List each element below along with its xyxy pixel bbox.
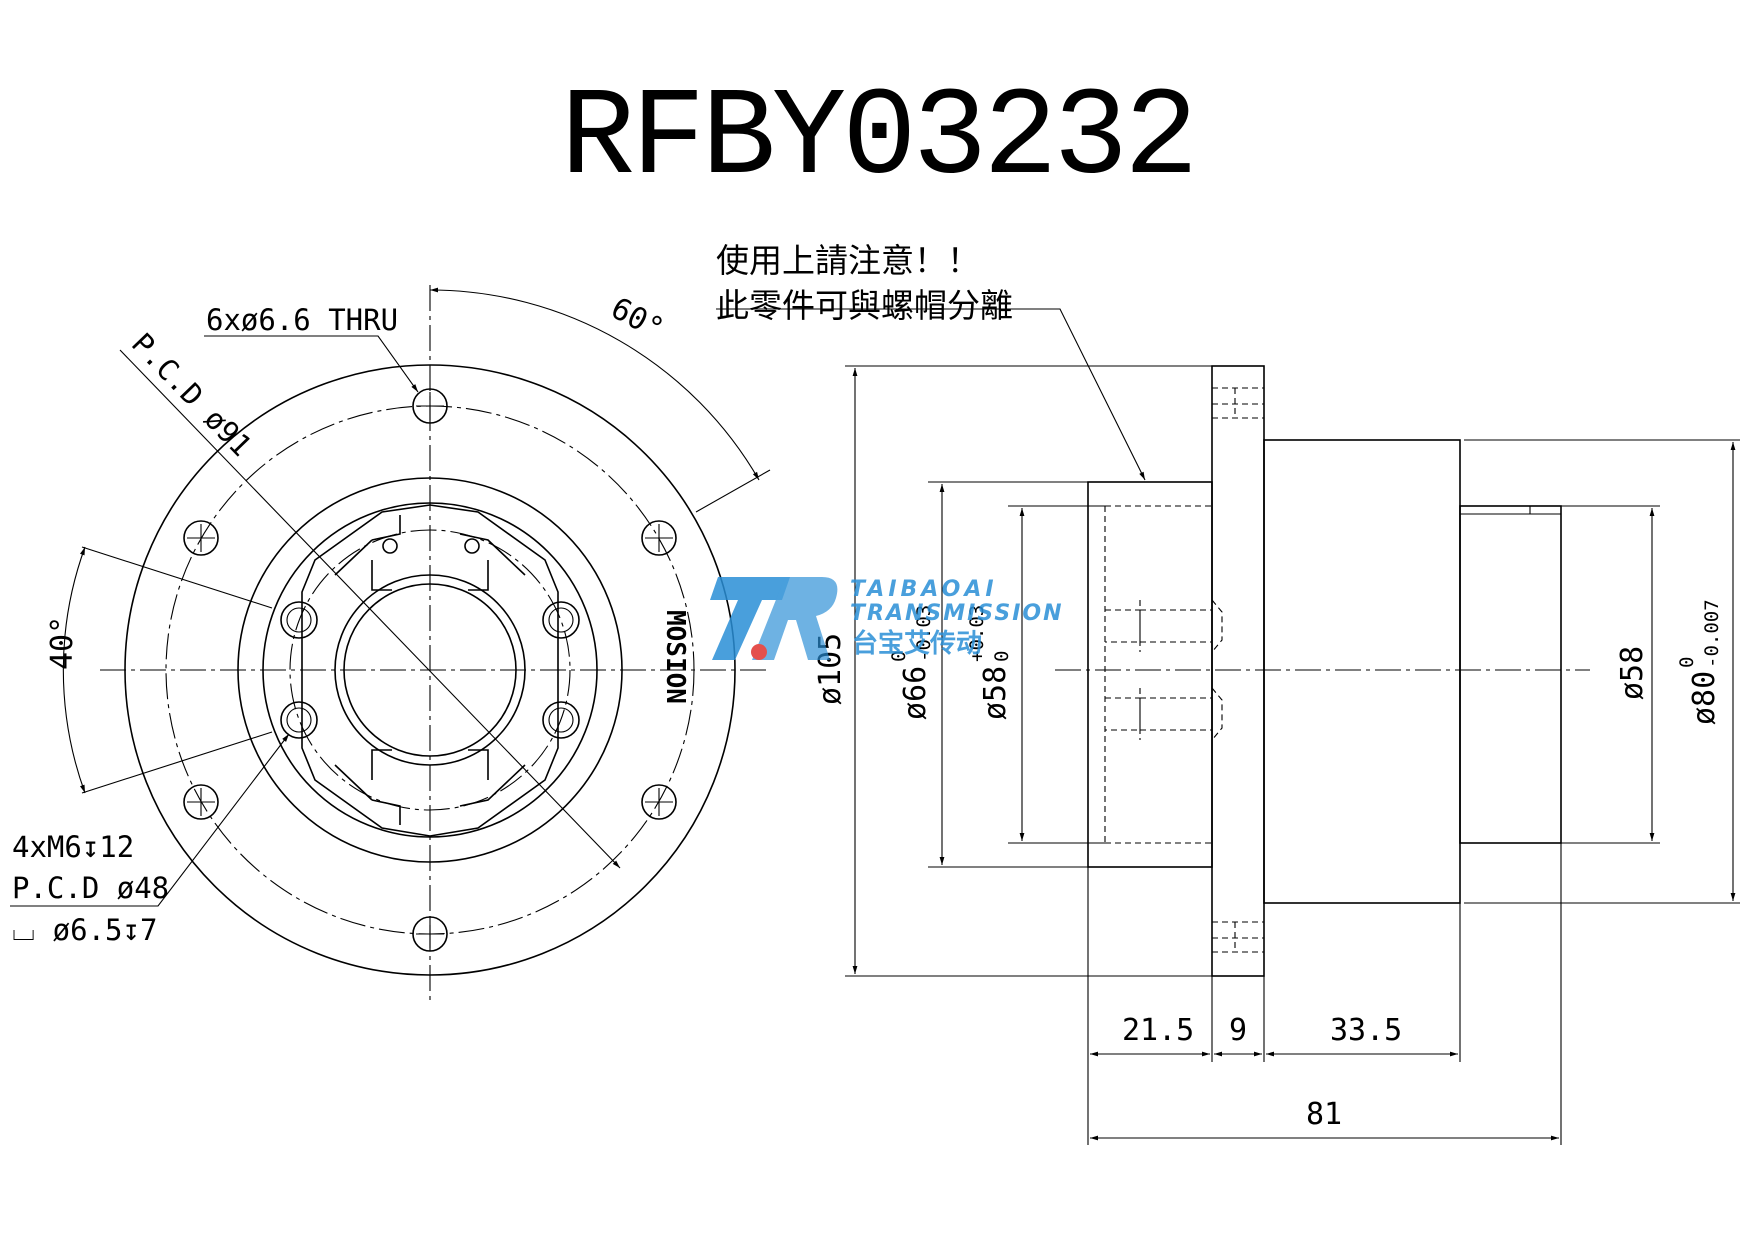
side-view: 使用上請注意！！ 此零件可與螺帽分離 ø105 ø66 0 -0.03: [716, 241, 1740, 1145]
hidden-lines: [1104, 387, 1264, 953]
dim-66-tol-upper: 0: [888, 651, 910, 662]
front-view: 60° 40° 6xø6.6 THRU P.C.D ø91 4xM6↧12 P.…: [10, 285, 771, 1000]
nut-keyslot-top: [371, 560, 489, 591]
nut-outer-circle: [262, 502, 598, 838]
extension-lines: [845, 365, 1740, 1145]
pin-hole-left: [382, 538, 398, 554]
tapped-hole: [280, 601, 318, 639]
watermark-logo-t: [710, 577, 790, 660]
nut-keyslot-bottom: [371, 749, 489, 780]
dim-66-label: ø66: [898, 666, 933, 720]
dim-58-tol-lower: 0: [991, 651, 1013, 662]
watermark-line3: 台宝艾传动: [852, 628, 982, 659]
dim-21-5-label: 21.5: [1122, 1013, 1194, 1048]
pin-hole-right: [464, 538, 480, 554]
nut-body-outline: [301, 504, 559, 837]
hole-callout-leader: [204, 335, 419, 393]
tap-callout-line1: 4xM6↧12: [12, 830, 134, 864]
pcd-91-label: P.C.D ø91: [125, 326, 259, 463]
dim-9-label: 9: [1229, 1013, 1247, 1048]
watermark: TAIBAOAI TRANSMISSION 台宝艾传动: [710, 577, 1064, 660]
angle-60-extension: [695, 469, 771, 513]
note-line1: 使用上請注意！！: [716, 241, 980, 280]
flange-hole: [641, 784, 677, 820]
angle-40-label: 40°: [45, 616, 80, 670]
dim-81-label: 81: [1306, 1097, 1342, 1132]
dim-80-tol-lower: -0.007: [1701, 599, 1723, 668]
flange-hole: [183, 784, 219, 820]
bore-outer-circle: [334, 574, 526, 766]
dim-66-tol-lower: -0.03: [913, 605, 935, 662]
tap-callout-line2: P.C.D ø48: [12, 871, 169, 905]
note-line2: 此零件可與螺帽分離: [716, 286, 1013, 325]
nut-section: [1087, 481, 1213, 868]
spigot-section: [1459, 505, 1562, 844]
note-leader: [716, 308, 1146, 481]
angle-60-label: 60°: [605, 291, 669, 347]
drawing-title: RFBY03232: [560, 70, 1199, 210]
pcd-48-circle: [289, 529, 571, 811]
angle-40-arc: [62, 546, 86, 794]
tap-callout-line3: ⌴ ø6.5↧7: [12, 913, 157, 947]
tapped-hole: [542, 601, 580, 639]
nut-inner-recess-top: [334, 515, 526, 576]
dim-80-label: ø80: [1687, 671, 1722, 725]
dim-58-tol-label: ø58: [978, 666, 1013, 720]
dim-80-tol-upper: 0: [1676, 657, 1698, 668]
pcd-91-leader: [119, 349, 621, 869]
angle-60-arc: [429, 287, 760, 481]
dim-58-label: ø58: [1615, 646, 1650, 700]
body-section: [1263, 439, 1461, 904]
dim-58-tol-upper: +0.03: [966, 605, 988, 662]
flange-hole: [641, 520, 677, 556]
watermark-line1: TAIBAOAI: [850, 577, 998, 602]
bore-inner-circle: [343, 583, 517, 757]
tapped-hole: [542, 701, 580, 739]
watermark-line2: TRANSMISSION: [850, 601, 1064, 626]
angle-40-extension-bottom: [81, 731, 273, 794]
tap-callout-leader: [10, 733, 290, 907]
brand-mark: MOSION: [660, 610, 690, 704]
flange-section: [1211, 365, 1265, 977]
flange-hole: [183, 520, 219, 556]
hole-callout-label: 6xø6.6 THRU: [206, 303, 398, 337]
flange-hole: [412, 916, 448, 952]
tapped-hole: [280, 701, 318, 739]
watermark-logo-r: [752, 577, 838, 660]
tapped-holes: [280, 601, 580, 739]
dim-33-5-label: 33.5: [1330, 1013, 1402, 1048]
watermark-logo-dot: [751, 644, 767, 660]
angle-40-extension-top: [81, 546, 273, 609]
nut-inner-recess-bottom: [334, 764, 526, 825]
